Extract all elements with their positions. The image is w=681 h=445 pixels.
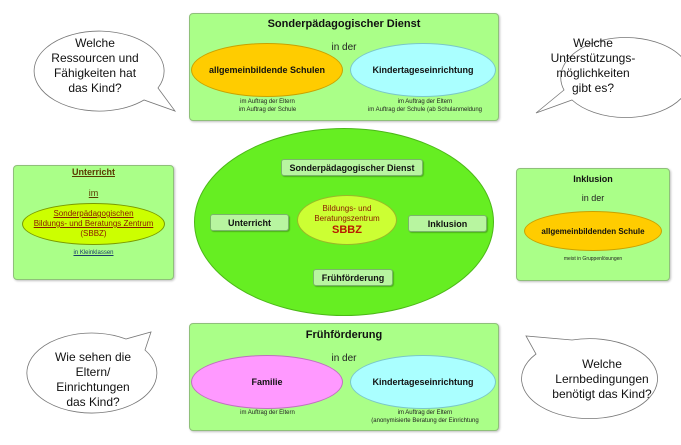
bubble-text-bottom-right: Welche Lernbedingungen benötigt das Kind…: [527, 357, 677, 402]
chip-unterricht[interactable]: Unterricht: [210, 214, 289, 231]
speech-bubble-top-left: [33, 30, 177, 112]
left-panel-title: Unterricht: [71, 167, 115, 177]
bubble-text-top-left: Welche Ressourcen und Fähigkeiten hat da…: [30, 36, 160, 96]
sbbz-line-3: (SBBZ): [80, 229, 107, 238]
note-line: im Auftrag der Eltern: [240, 410, 295, 416]
ellipse-sbbz-left: Sonderpädagogischen Bildungs- und Beratu…: [22, 203, 165, 245]
speech-bubble-bottom-right: [521, 335, 658, 420]
ellipse-familie: Familie: [191, 355, 343, 409]
core-line-2: Beratungszentrum: [314, 213, 380, 223]
sbbz-line-2: Bildungs- und Beratungs Zentrum: [33, 219, 154, 228]
bottom-panel-connector: in der: [331, 353, 357, 364]
right-panel-connector: in der: [581, 193, 605, 203]
bubble-line: das Kind?: [66, 395, 120, 409]
bubble-line: gibt es?: [571, 81, 615, 95]
ellipse-allgemeinbildenden-schule: allgemeinbildenden Schule: [524, 211, 662, 251]
note-line: im Auftrag der Eltern: [397, 410, 453, 416]
ellipse-kindertageseinrichtung-ff: Kindertageseinrichtung: [350, 355, 496, 409]
ellipse-label: allgemeinbildende Schulen: [208, 65, 326, 75]
chip-sonderpaedagogischer-dienst[interactable]: Sonderpädagogischer Dienst: [281, 159, 423, 176]
note-line: im Auftrag der Eltern: [240, 99, 295, 105]
left-panel-connector: im: [88, 188, 99, 198]
bubble-line: Welche: [582, 357, 622, 371]
ellipse-sbbz-core: Bildungs- und Beratungszentrum SBBZ: [297, 195, 397, 245]
note-line: (anonymisierte Beratung der Einrichtung: [371, 418, 479, 424]
bubble-outline: [535, 37, 681, 118]
note-line: im Auftrag der Schule (ab Schulanmeldung: [367, 107, 483, 113]
bubble-text-bottom-left: Wie sehen die Eltern/ Einrichtungen das …: [28, 350, 158, 410]
bubble-outline: [33, 30, 177, 112]
top-panel-sonderpaedagogischer-dienst: Sonderpädagogischer Dienst in der allgem…: [189, 13, 499, 121]
bubble-line: das Kind?: [68, 81, 122, 95]
bubble-line: möglichkeiten: [556, 66, 630, 80]
top-left-note: im Auftrag der Eltern im Auftrag der Sch…: [200, 98, 335, 114]
core-line-3: SBBZ: [332, 223, 362, 236]
bubble-line: Fähigkeiten hat: [53, 66, 137, 80]
bubble-line: Welche: [75, 36, 115, 50]
bubble-line: benötigt das Kind?: [552, 387, 652, 401]
ellipse-label: Familie: [251, 377, 283, 387]
bubble-text-top-right: Welche Unterstützungs- möglichkeiten gib…: [528, 36, 658, 96]
bubble-line: Eltern/: [75, 365, 111, 379]
bubble-line: Ressourcen und: [51, 51, 139, 65]
right-panel-note: meist in Gruppenlösungen: [563, 256, 623, 262]
note-line: im Auftrag der Eltern: [397, 99, 453, 105]
bubble-outline: [26, 331, 158, 414]
right-panel-inklusion: Inklusion in der allgemeinbildenden Schu…: [516, 168, 670, 281]
top-panel-connector: in der: [331, 42, 357, 53]
speech-bubble-bottom-left: [26, 331, 158, 414]
left-panel-note: in Kleinklassen: [73, 250, 114, 256]
top-panel-title: Sonderpädagogischer Dienst: [267, 18, 421, 30]
bottom-panel-fruehfoerderung: Frühförderung in der Familie Kindertages…: [189, 323, 499, 431]
ellipse-kindertageseinrichtung: Kindertageseinrichtung: [350, 43, 496, 97]
left-panel-unterricht: Unterricht im Sonderpädagogischen Bildun…: [13, 165, 174, 280]
note-line: im Auftrag der Schule: [238, 107, 297, 113]
bottom-left-note: im Auftrag der Eltern: [200, 409, 335, 417]
bubble-line: Lernbedingungen: [555, 372, 649, 386]
core-line-1: Bildungs- und: [322, 203, 372, 213]
bottom-right-note: im Auftrag der Eltern (anonymisierte Ber…: [350, 409, 500, 425]
chip-inklusion[interactable]: Inklusion: [408, 215, 487, 232]
ellipse-label: allgemeinbildenden Schule: [541, 226, 645, 236]
chip-fruehfoerderung[interactable]: Frühförderung: [313, 269, 393, 286]
ellipse-allgemeinbildende-schulen: allgemeinbildende Schulen: [191, 43, 343, 97]
speech-bubble-top-right: [535, 37, 681, 118]
bubble-outline: [521, 335, 658, 420]
ellipse-label: Kindertageseinrichtung: [372, 377, 474, 387]
bubble-line: Einrichtungen: [56, 380, 130, 394]
bubble-line: Wie sehen die: [54, 350, 132, 364]
bottom-panel-title: Frühförderung: [305, 329, 383, 341]
sbbz-line-1: Sonderpädagogischen: [53, 209, 134, 218]
top-right-note: im Auftrag der Eltern im Auftrag der Sch…: [350, 98, 500, 114]
right-panel-title: Inklusion: [573, 174, 613, 184]
ellipse-label: Kindertageseinrichtung: [372, 65, 474, 75]
bubble-line: Welche: [573, 36, 613, 50]
bubble-line: Unterstützungs-: [550, 51, 636, 65]
